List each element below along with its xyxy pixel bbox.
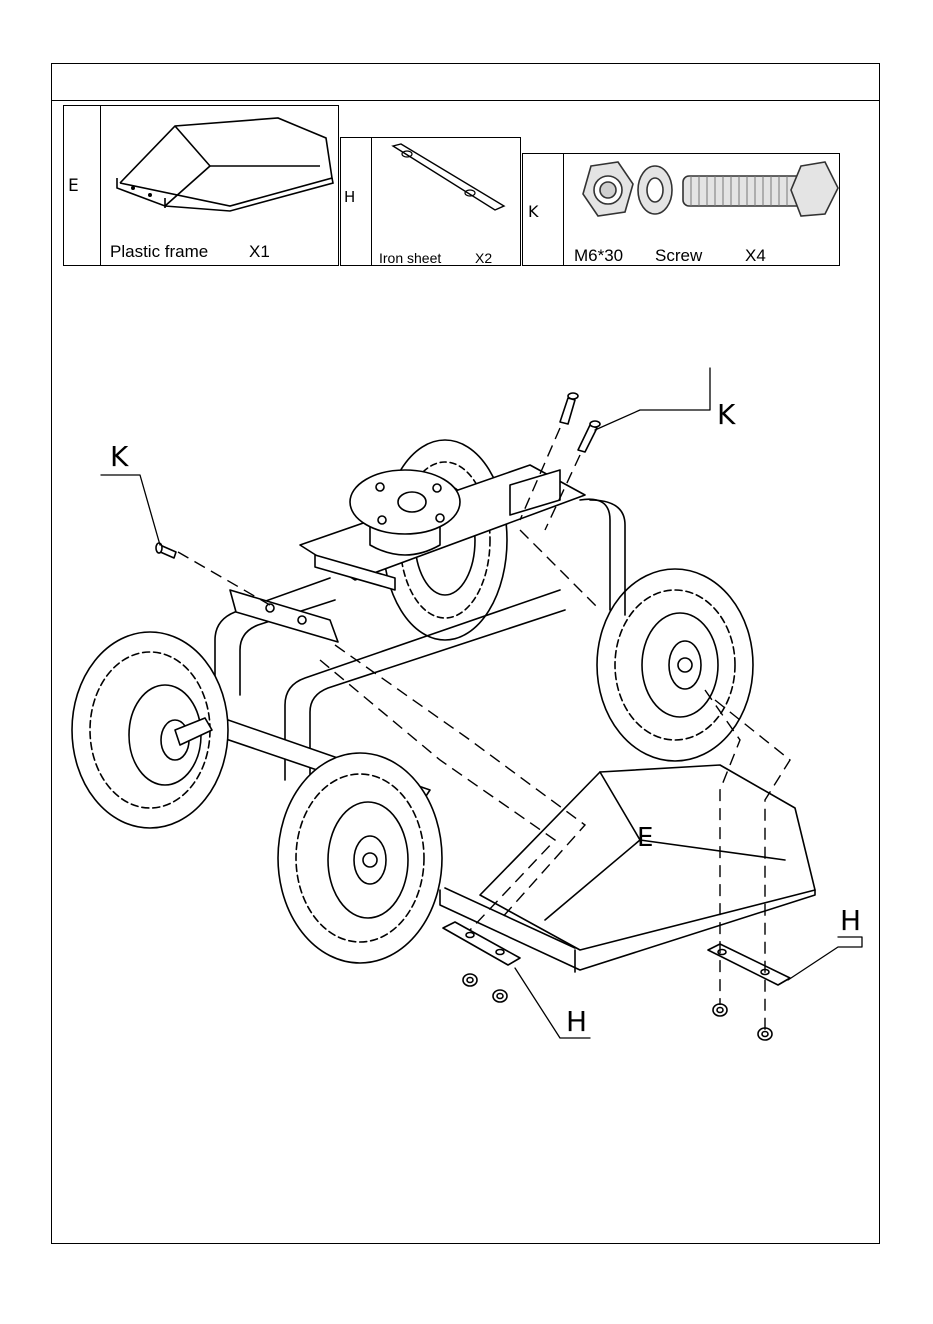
callout-k-left: K — [110, 443, 128, 471]
screw-top-1 — [560, 393, 578, 424]
nut-4 — [758, 1028, 772, 1040]
wheel-back-right — [597, 569, 753, 761]
nut-3 — [713, 1004, 727, 1016]
iron-sheet-left — [443, 922, 520, 965]
wheel-front-right — [278, 753, 442, 963]
callout-h-right: H — [840, 907, 861, 935]
wheel-front-left — [72, 632, 228, 828]
nut-2 — [493, 990, 507, 1002]
nut-1 — [463, 974, 477, 986]
callout-k-top: K — [717, 401, 735, 429]
tray-e — [440, 765, 815, 972]
callout-h-left: H — [566, 1008, 587, 1036]
screw-left — [156, 543, 176, 558]
callout-e-tray: E — [637, 825, 653, 851]
screw-top-2 — [578, 421, 600, 452]
